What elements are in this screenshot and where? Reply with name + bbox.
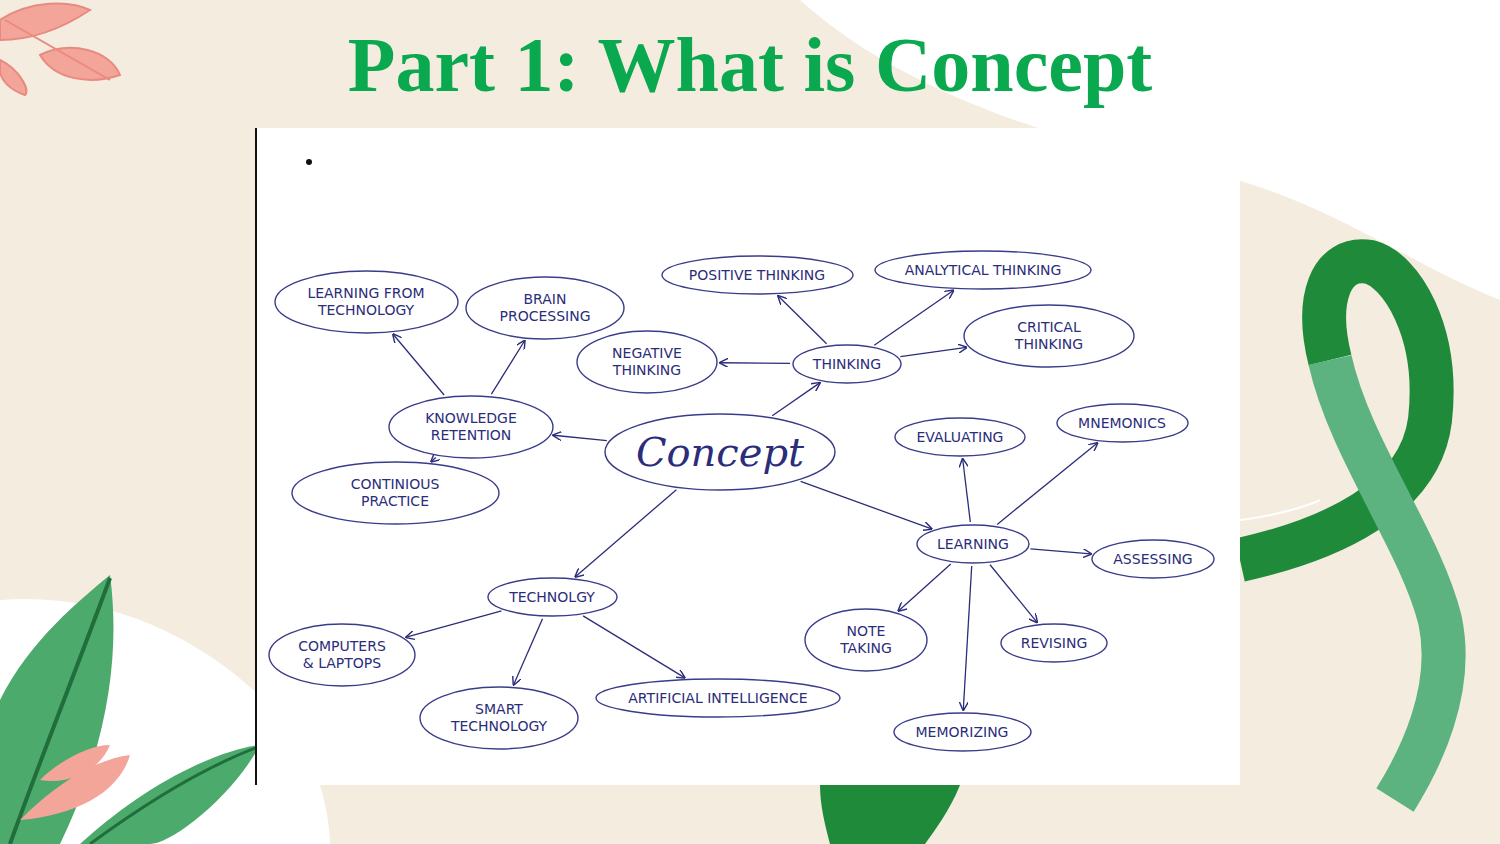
node-label: COMPUTERS & LAPTOPS [292,638,392,672]
arrow-connector [801,481,932,529]
topic-ellipse: BRAIN PROCESSING [465,276,625,340]
topic-ellipse: MNEMONICS [1056,403,1189,443]
arrow-connector [997,443,1097,524]
sheet-edge [255,128,257,785]
central-ellipse: Concept [604,413,836,491]
topic-ellipse: KNOWLEDGE RETENTION [388,395,554,459]
arrow-connector [1030,549,1091,554]
topic-ellipse: NEGATIVE THINKING [576,330,718,394]
ellipse-shape [895,418,1025,456]
topic-ellipse: EVALUATING [894,417,1026,457]
arrow-connector [900,347,966,356]
arrow-connector [583,616,684,678]
node-label: LEARNING [937,536,1009,553]
ellipse-shape [1057,404,1188,442]
topic-ellipse: THINKING [792,344,902,384]
ellipse-shape [389,396,553,458]
ellipse-shape [805,609,927,671]
node-label: POSITIVE THINKING [689,267,825,284]
node-label: NOTE TAKING [826,623,906,657]
ellipse-shape [488,578,617,616]
arrow-connector [406,611,501,637]
node-label: LEARNING FROM TECHNOLOGY [301,285,431,319]
arrow-connector [575,490,676,577]
slide-title: Part 1: What is Concept [0,22,1500,108]
ellipse-shape [275,271,458,333]
topic-ellipse: POSITIVE THINKING [661,255,854,295]
ellipse-shape [596,679,840,717]
node-label: CONTINIOUS PRACTICE [320,476,470,510]
topic-ellipse: COMPUTERS & LAPTOPS [268,623,416,687]
node-label: MNEMONICS [1078,415,1166,432]
node-label: Concept [636,430,804,474]
node-label: KNOWLEDGE RETENTION [414,410,529,444]
node-label: THINKING [813,356,881,373]
node-label: EVALUATING [917,429,1004,446]
arrow-connector [491,341,524,394]
node-label: NEGATIVE THINKING [600,345,695,379]
topic-ellipse: NOTE TAKING [804,608,928,672]
node-label: ASSESSING [1113,551,1192,568]
ellipse-shape [894,713,1031,751]
ellipse-shape [875,251,1091,289]
topic-ellipse: LEARNING [916,524,1030,564]
ellipse-shape [662,256,853,294]
ellipse-shape [420,687,578,749]
ellipse-shape [292,462,499,524]
arrow-connector [990,565,1037,623]
arrow-connector [720,362,790,364]
ellipse-shape [605,414,835,490]
topic-ellipse: ANALYTICAL THINKING [874,250,1092,290]
arrow-connector [874,290,953,345]
green-leaf [0,575,260,844]
topic-ellipse: TECHNOLGY [487,577,618,617]
ink-dot [306,159,312,165]
node-label: SMART TECHNOLOGY [444,701,554,735]
ellipse-shape [269,624,415,686]
arrow-connector [778,296,826,344]
ellipse-shape [466,277,624,339]
topic-ellipse: CONTINIOUS PRACTICE [291,461,500,525]
ellipse-shape [917,525,1029,563]
topic-ellipse: MEMORIZING [893,712,1032,752]
topic-ellipse: SMART TECHNOLOGY [419,686,579,750]
node-label: MEMORIZING [916,724,1009,741]
ellipse-shape [964,305,1134,367]
node-label: BRAIN PROCESSING [490,291,600,325]
topic-ellipse: REVISING [1000,623,1108,663]
node-label: REVISING [1021,635,1088,652]
node-label: CRITICAL THINKING [989,319,1109,353]
ellipse-shape [1092,540,1214,578]
arrow-connector [963,459,971,522]
pink-leaves [0,3,120,95]
arrow-connector [431,458,436,462]
ellipse-shape [577,331,717,393]
arrow-connector [963,566,971,710]
topic-ellipse: LEARNING FROM TECHNOLOGY [274,270,459,334]
topic-ellipse: ARTIFICIAL INTELLIGENCE [595,678,841,718]
arrow-connector [393,334,444,395]
ellipse-shape [1001,624,1107,662]
node-label: TECHNOLGY [509,589,595,606]
arrow-connector [514,619,543,685]
topic-ellipse: ASSESSING [1091,539,1215,579]
arrow-connector [772,383,820,416]
node-label: ANALYTICAL THINKING [905,262,1062,279]
drawing-sheet [255,128,1240,785]
arrow-connector [898,564,950,611]
node-label: ARTIFICIAL INTELLIGENCE [628,690,807,707]
arrow-connector [553,435,607,440]
topic-ellipse: CRITICAL THINKING [963,304,1135,368]
ellipse-shape [793,345,901,383]
